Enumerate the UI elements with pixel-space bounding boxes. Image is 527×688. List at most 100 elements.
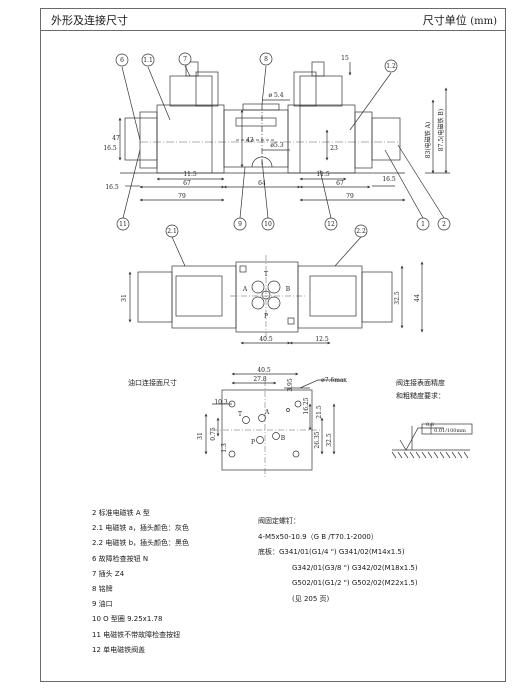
- top-port-t: T: [264, 271, 268, 278]
- dim-11-5-right: 11.5: [316, 171, 330, 178]
- surface-finish-symbol: [391, 423, 473, 459]
- dim-top-32-5: 32.5: [394, 291, 401, 305]
- parts-list-item: 8 铭牌: [92, 585, 113, 594]
- left-plug: [169, 75, 213, 107]
- mounting-notes: 阀固定螺钉： 4-M5x50-10.9（G B /T70.1-2000） 底板：…: [258, 514, 418, 607]
- dim-79-left: 79: [178, 193, 186, 200]
- parts-list-item: 2 标准电磁铁 A 型: [92, 509, 150, 517]
- mount-dim-26-35: 26.35: [314, 431, 321, 448]
- note-line: 阀固定螺钉：: [258, 517, 300, 525]
- top-view: [128, 236, 424, 345]
- mount-dim-dia-7-6: ø7.6max: [321, 377, 347, 384]
- mount-port-a-label: A: [264, 409, 270, 416]
- dim-16-5-bottom-left: 16.5: [105, 184, 119, 191]
- mount-dim-0-75: 0.75: [210, 427, 217, 441]
- mount-dim-27-8: 27.8: [253, 376, 267, 383]
- right-solenoid-body: [287, 104, 356, 174]
- mount-port-t-label: T: [238, 411, 242, 418]
- dim-16-5-bottom-right: 16.5: [382, 176, 396, 183]
- dim-67-right: 67: [336, 180, 344, 187]
- mount-dim-3-95: 3.95: [287, 378, 294, 392]
- callout-2: 2: [442, 221, 446, 228]
- callout-1: 1: [421, 221, 425, 228]
- roughness-value: 0.8: [426, 422, 434, 428]
- flatness-value: 0.01/100mm: [434, 428, 466, 434]
- front-view: [118, 61, 450, 219]
- callout-1-2: 1.2: [386, 63, 396, 70]
- mount-dim-21-5: 21.5: [316, 405, 323, 419]
- top-port-a: A: [242, 286, 248, 293]
- parts-list-item: 6 故障检查按钮 N: [92, 554, 149, 563]
- left-button-cap: [124, 117, 158, 161]
- sheet-title: 外形及连接尺寸: [51, 14, 128, 27]
- surface-title-line2: 和粗糙度要求：: [396, 391, 445, 400]
- mount-dim-32-5: 32.5: [326, 433, 333, 447]
- valve-body: [223, 109, 289, 168]
- note-line: G502/01(G1/2 ") G502/02(M22x1.5): [292, 579, 418, 587]
- note-line: 底板：G341/01(G1/4 ") G341/02(M14x1.5): [258, 548, 405, 556]
- technical-drawing: 6 1.1 7 8 1.2 11 9 10 12 1 2 2.1 2.2 15 …: [103, 52, 473, 478]
- mount-port-b-label: B: [281, 435, 286, 442]
- parts-list-item: 2.2 电磁铁 b，插头颜色：黑色: [92, 539, 190, 548]
- mount-port-a: [258, 414, 266, 422]
- mount-dim-16-25: 16.25: [303, 397, 310, 414]
- dim-67-left: 67: [183, 180, 191, 187]
- oring-seal: [251, 156, 273, 168]
- right-plug: [299, 75, 343, 107]
- header-bar: 外形及连接尺寸 尺寸单位 (mm): [41, 9, 505, 31]
- note-line: 4-M5x50-10.9（G B /T70.1-2000）: [258, 532, 378, 541]
- parts-list-item: 11 电磁铁不带故障检查按钮: [92, 630, 181, 639]
- dim-top-40-5: 40.5: [259, 336, 273, 343]
- parts-list-item: 9 油口: [92, 600, 113, 609]
- dim-47: 47: [112, 135, 120, 142]
- mount-dim-10-3: 10.3: [214, 399, 228, 406]
- surface-title-line1: 阀连接表面精度: [396, 378, 445, 387]
- drawing-sheet-frame: 外形及连接尺寸 尺寸单位 (mm): [40, 8, 506, 682]
- callout-1-1: 1.1: [143, 57, 153, 64]
- note-line: G342/01(G3/8 ") G342/02(M18x1.5): [292, 563, 418, 572]
- parts-list-item: 7 插头 Z4: [92, 569, 125, 578]
- mount-port-p-label: P: [251, 439, 255, 446]
- dim-top-12-5: 12.5: [315, 336, 329, 343]
- dim-16-5: 16.5: [103, 145, 117, 152]
- left-solenoid-body: [156, 104, 225, 174]
- dim-dia-5-4: ø 5.4: [268, 92, 283, 99]
- dim-42: 42: [246, 137, 254, 144]
- dim-64: 64: [258, 180, 266, 187]
- dim-top-31: 31: [121, 294, 128, 302]
- callout-10: 10: [264, 221, 272, 228]
- unit-label-text: 尺寸单位: [422, 14, 467, 27]
- mount-dim-1-3: 1.3: [221, 443, 228, 453]
- nameplate: [242, 103, 280, 111]
- callout-2-1: 2.1: [167, 228, 177, 235]
- top-port-p: P: [264, 313, 268, 320]
- dim-83-solenoid-a: 83(电磁铁 A): [424, 122, 432, 159]
- callout-9: 9: [238, 221, 242, 228]
- parts-list-item: 10 O 型圈 9.25x1.78: [92, 615, 163, 624]
- dim-79-right: 79: [346, 193, 354, 200]
- mount-dim-31: 31: [197, 432, 204, 440]
- mount-port-t: [242, 416, 250, 424]
- parts-list-item: 2.1 电磁铁 a，插头颜色：灰色: [92, 524, 189, 533]
- dim-top-44: 44: [414, 294, 421, 302]
- dim-15: 15: [341, 55, 349, 62]
- dim-11-5-left: 11.5: [183, 171, 197, 178]
- top-port-b: B: [286, 286, 291, 293]
- unit-label: 尺寸单位 (mm): [423, 12, 497, 28]
- mount-port-b: [272, 432, 280, 440]
- parts-list: 2 标准电磁铁 A 型 2.1 电磁铁 a，插头颜色：灰色 2.2 电磁铁 b，…: [92, 506, 189, 658]
- callout-11: 11: [119, 221, 127, 228]
- dim-dia-5-3: ø5.3: [270, 142, 283, 149]
- callout-6: 6: [120, 57, 124, 64]
- callout-12: 12: [327, 221, 335, 228]
- callout-8: 8: [264, 56, 268, 63]
- dim-23: 23: [330, 145, 338, 152]
- callout-7: 7: [183, 56, 187, 63]
- mounting-face: [204, 372, 345, 478]
- callout-2-2: 2.2: [356, 228, 366, 235]
- right-button-cap: [371, 117, 401, 161]
- unit-value: (mm): [470, 16, 497, 27]
- note-line: (见 205 页): [292, 594, 330, 603]
- dim-87-5-solenoid-b: 87.5(电磁铁 B): [437, 109, 445, 151]
- parts-list-item: 12 单电磁铁阀盖: [92, 645, 146, 654]
